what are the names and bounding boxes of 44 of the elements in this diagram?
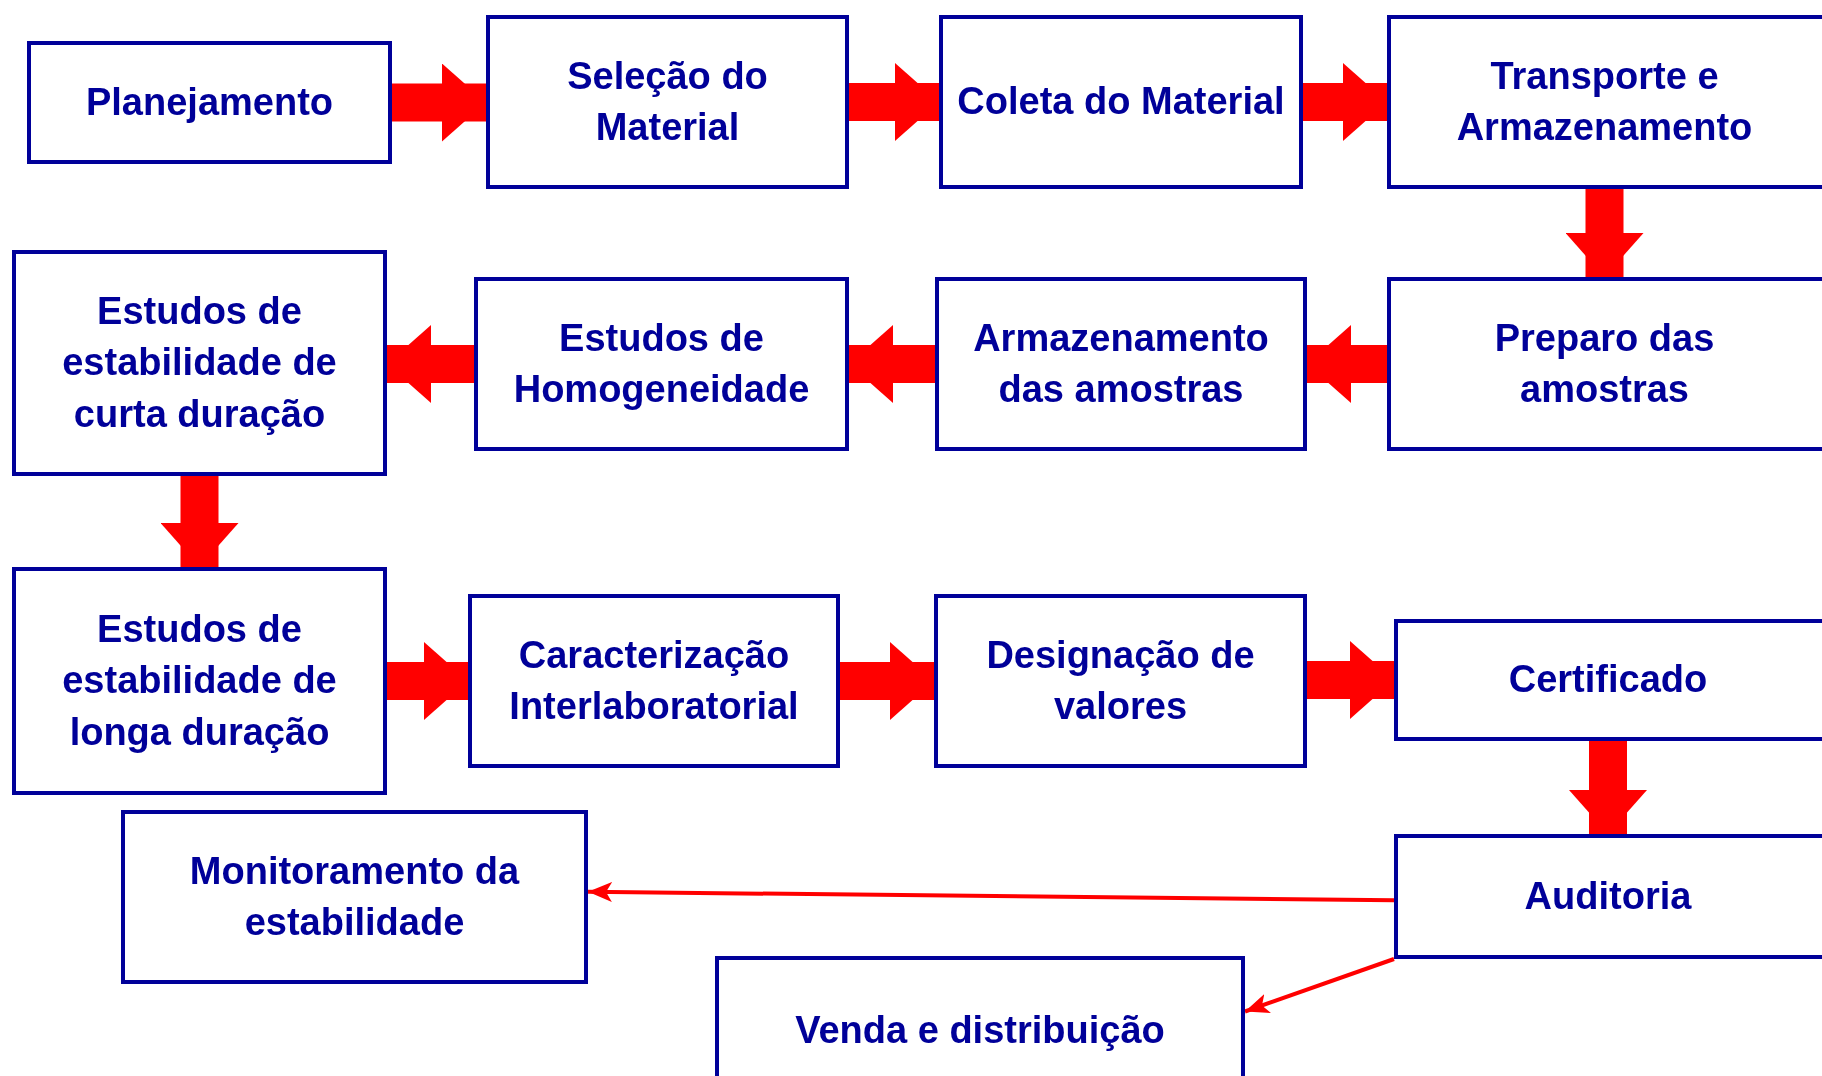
box-label: Estudos de Homogeneidade (512, 315, 811, 412)
block-arrow (849, 63, 939, 141)
box-label: Armazenamento das amostras (972, 315, 1270, 412)
process-box (715, 956, 1245, 1076)
box-label: Estudos de estabilidade de curta duração (61, 289, 338, 437)
block-arrow (1565, 189, 1644, 277)
block-arrow (849, 325, 935, 403)
box-label: Auditoria (1524, 873, 1692, 919)
process-box (1394, 834, 1822, 959)
box-label: Monitoramento da estabilidade (188, 848, 521, 945)
process-box (468, 594, 840, 768)
box-label: Coleta do Material (957, 79, 1285, 125)
box-label: Caracterização Interlaboratorial (508, 632, 800, 729)
box-label: Preparo das amostras (1493, 315, 1716, 412)
process-box (934, 594, 1307, 768)
arrow (587, 882, 1395, 903)
process-box (121, 810, 588, 984)
arrow (1244, 957, 1395, 1014)
box-label: Designação de valores (985, 632, 1256, 729)
process-box (12, 250, 387, 476)
block-arrow (392, 63, 486, 142)
process-box (486, 15, 849, 189)
block-arrow (1569, 741, 1647, 834)
box-label: Seleção do Material (566, 53, 769, 150)
box-label: Estudos de estabilidade de longa duração (61, 607, 338, 755)
process-box (27, 41, 392, 164)
box-label: Certificado (1508, 657, 1708, 703)
box-label: Transporte e Armazenamento (1455, 53, 1754, 150)
block-arrow (1307, 325, 1387, 403)
block-arrow (387, 642, 468, 720)
block-arrow (387, 325, 474, 403)
box-label: Planejamento (85, 79, 334, 125)
box-label: Venda e distribuição (795, 1008, 1165, 1054)
block-arrow (1303, 63, 1387, 141)
process-box (1387, 15, 1822, 189)
block-arrow (840, 642, 934, 720)
process-box (1387, 277, 1822, 451)
block-arrow (160, 476, 239, 567)
process-box (1394, 619, 1822, 741)
process-box (474, 277, 849, 451)
process-box (939, 15, 1303, 189)
process-box (935, 277, 1307, 451)
block-arrow (1307, 641, 1394, 719)
process-box (12, 567, 387, 795)
